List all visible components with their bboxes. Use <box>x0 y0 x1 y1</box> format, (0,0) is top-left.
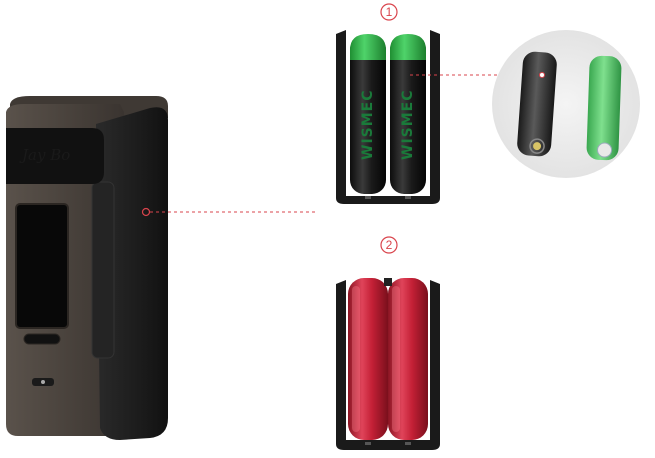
mod-usb-logo <box>41 380 45 384</box>
callout-circle-icon <box>380 3 398 21</box>
mod-button <box>23 333 61 345</box>
battery <box>388 278 428 440</box>
battery-wrap-text: WISMEC <box>400 89 416 160</box>
battery: WISMEC <box>350 34 386 194</box>
mod-brand-script: Jay Bo <box>19 146 70 164</box>
callout-number: 1 <box>386 5 393 19</box>
callout-number: 2 <box>386 238 393 252</box>
battery-wrap-text: WISMEC <box>360 89 376 160</box>
loose-battery-green <box>586 55 622 161</box>
callout-circle-icon <box>380 236 398 254</box>
mod-device: Jay Bo <box>6 96 168 440</box>
callout-1: 1 <box>380 3 398 21</box>
leader-dot-icon <box>539 72 545 78</box>
leader-dot-icon <box>141 207 151 217</box>
mod-grip-recess <box>91 181 115 359</box>
battery-sled-1: WISMEC WISMEC <box>336 30 440 204</box>
loose-battery-black <box>517 51 557 157</box>
mod-screen <box>15 203 69 329</box>
battery: WISMEC <box>390 34 426 194</box>
loose-batteries-inset <box>492 30 640 178</box>
mod-band <box>6 128 104 184</box>
callout-2: 2 <box>380 236 398 254</box>
battery <box>348 278 388 440</box>
battery-sled-2 <box>336 278 440 450</box>
